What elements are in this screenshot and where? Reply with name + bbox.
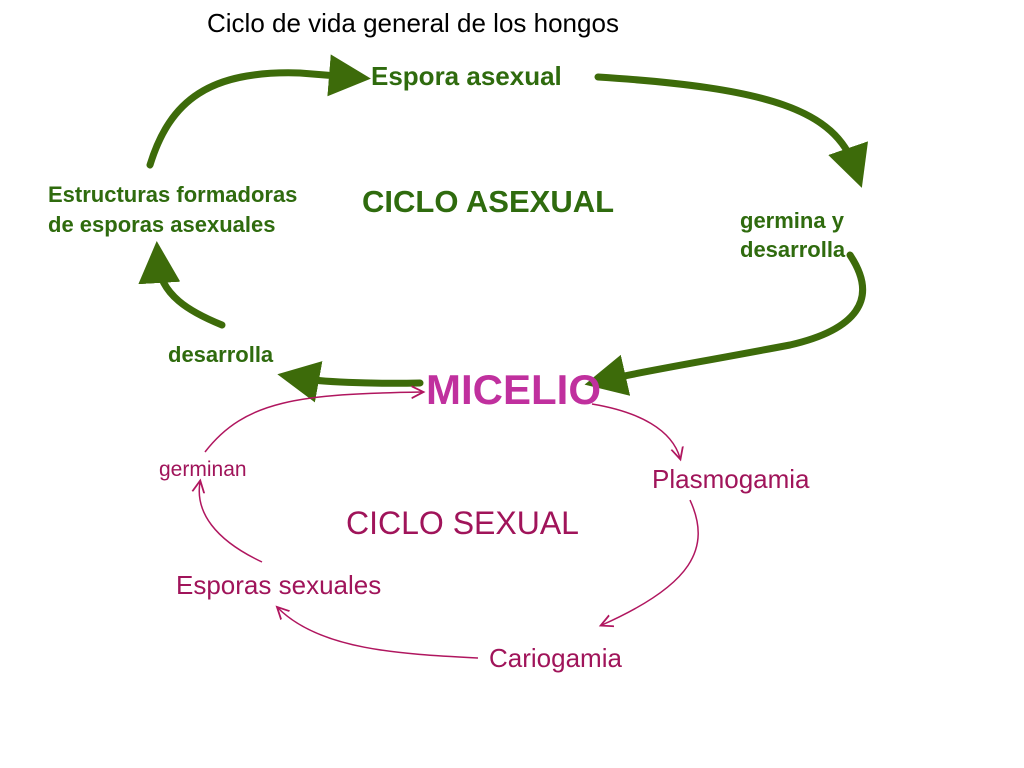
arrow-germinan-to-micelio bbox=[204, 392, 422, 453]
arrow-cariogamia-to-esporas bbox=[278, 608, 479, 659]
estructuras-label-line2: de esporas asexuales bbox=[48, 212, 276, 237]
arrow-estructuras-to-espora bbox=[146, 54, 371, 169]
germina-label-line2: desarrolla bbox=[740, 237, 846, 262]
arrow-micelio-to-plasmogamia bbox=[591, 403, 680, 458]
esporas-sexuales-label: Esporas sexuales bbox=[176, 570, 382, 600]
ciclo-asexual-label: CICLO ASEXUAL bbox=[362, 184, 615, 219]
germinan-label: germinan bbox=[159, 458, 247, 481]
micelio-label: MICELIO bbox=[426, 366, 601, 413]
arrow-plasmogamia-to-cariogamia bbox=[602, 499, 699, 625]
arrow-germina-to-micelio bbox=[584, 251, 867, 396]
plasmogamia-label: Plasmogamia bbox=[652, 464, 810, 494]
arrow-esporas-to-germinan bbox=[199, 482, 263, 563]
arrow-micelio-to-desarrolla bbox=[277, 361, 424, 403]
estructuras-label-line1: Estructuras formadoras bbox=[48, 182, 298, 207]
arrow-desarrolla-to-estructuras bbox=[138, 241, 226, 329]
cariogamia-label: Cariogamia bbox=[489, 643, 622, 673]
espora-asexual-label: Espora asexual bbox=[371, 61, 562, 91]
desarrolla-label: desarrolla bbox=[168, 342, 274, 367]
arrow-espora-to-germina bbox=[594, 73, 868, 188]
ciclo-sexual-label: CICLO SEXUAL bbox=[346, 505, 579, 541]
germina-label-line1: germina y bbox=[740, 208, 844, 233]
diagram-title: Ciclo de vida general de los hongos bbox=[207, 8, 619, 38]
